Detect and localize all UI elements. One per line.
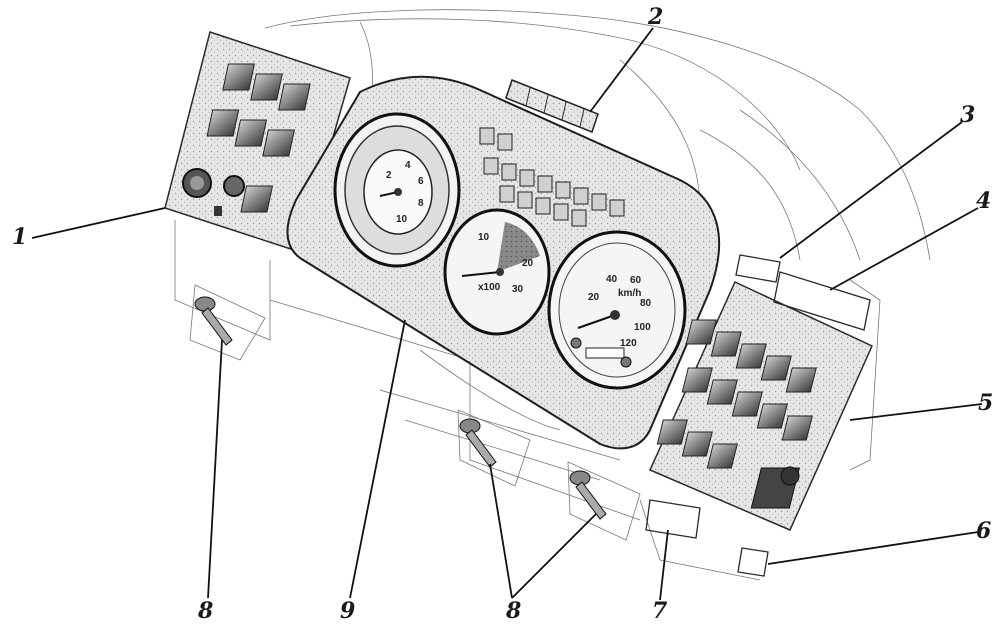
speedo-tick-120: 120 <box>620 338 637 349</box>
left-panel-knob-small[interactable] <box>223 175 245 197</box>
speedo-tick-20: 20 <box>588 292 600 303</box>
speedo-tick-60: 60 <box>630 275 642 286</box>
callout-5: 5 <box>978 390 993 416</box>
dashboard-body-outline <box>174 9 931 581</box>
callout-6: 6 <box>976 518 991 544</box>
combo-gauge-tick-10: 10 <box>396 214 408 225</box>
tacho-tick-30: 30 <box>512 284 524 295</box>
right-panel-rocker-switches[interactable] <box>656 319 817 469</box>
tachometer: 10 20 30 x100 <box>443 208 551 336</box>
roof-switch-block[interactable] <box>505 79 599 133</box>
indicator-lamps <box>479 127 625 227</box>
right-switch-panel <box>649 280 873 531</box>
callout-9: 9 <box>340 598 355 624</box>
speedo-tick-100: 100 <box>634 322 651 333</box>
callout-1: 1 <box>12 224 27 250</box>
callout-7: 7 <box>652 598 668 624</box>
callout-3: 3 <box>960 102 975 128</box>
tacho-tick-20: 20 <box>522 258 534 269</box>
combination-gauge: 2 4 6 8 10 <box>333 112 461 268</box>
callout-8-left: 8 <box>197 598 213 624</box>
tacho-unit: x100 <box>478 282 501 293</box>
combo-gauge-tick-8: 8 <box>418 198 424 209</box>
mounting-plates <box>645 254 871 577</box>
left-panel-rocker-switches[interactable] <box>206 63 311 213</box>
callout-labels: 1 2 3 4 5 6 7 8 8 9 <box>12 4 993 624</box>
mounting-screw-right <box>567 461 641 541</box>
leader-lines <box>31 27 983 601</box>
combo-gauge-tick-4: 4 <box>405 160 411 171</box>
speedo-unit: km/h <box>618 288 641 299</box>
callout-4: 4 <box>976 188 991 214</box>
speedo-tick-80: 80 <box>640 298 652 309</box>
combo-gauge-tick-2: 2 <box>386 170 392 181</box>
speedo-tick-40: 40 <box>606 274 618 285</box>
mounting-screw-middle <box>457 409 531 487</box>
combo-gauge-tick-6: 6 <box>418 176 424 187</box>
hazard-switch[interactable] <box>750 466 800 509</box>
callout-8-center: 8 <box>505 598 521 624</box>
callout-2: 2 <box>647 4 663 30</box>
speedometer: 20 40 60 80 100 120 km/h <box>547 230 687 390</box>
instrument-cluster: 2 4 6 8 10 10 20 30 x100 20 40 60 80 <box>286 75 721 450</box>
mounting-screw-left <box>189 284 266 361</box>
tacho-tick-10: 10 <box>478 232 490 243</box>
